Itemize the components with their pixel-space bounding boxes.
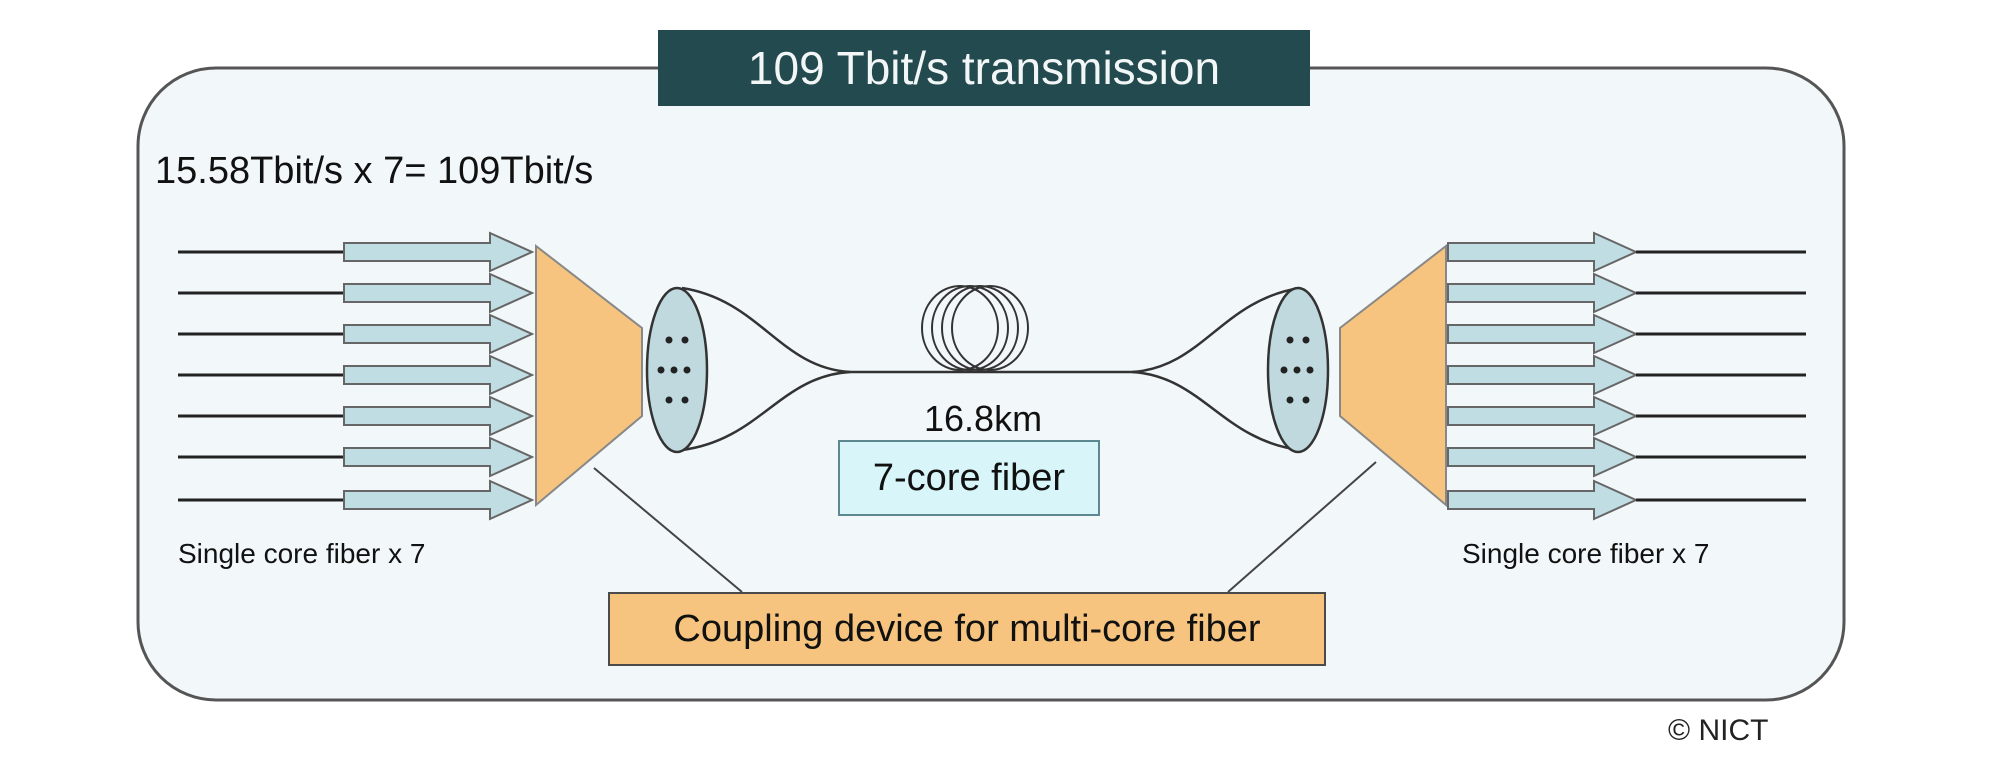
left-channel-arrow xyxy=(343,479,535,521)
right-channel-arrow xyxy=(1447,395,1639,437)
right-channel-arrow xyxy=(1447,231,1639,273)
right-multicore-fiber-end xyxy=(1266,286,1330,454)
right-coupling-device xyxy=(1339,243,1447,508)
left-single-core-channels xyxy=(178,231,535,521)
fiber-length-label: 16.8km xyxy=(924,398,1043,439)
left-channel-arrow xyxy=(343,436,535,478)
fiber-spool-icon xyxy=(921,285,1029,371)
left-channel-arrow xyxy=(343,313,535,355)
right-single-core-channels xyxy=(1447,231,1806,521)
diagram-title: 109 Tbit/s transmission xyxy=(658,30,1310,106)
left-coupling-device xyxy=(535,243,643,508)
left-channel-arrow xyxy=(343,272,535,314)
left-coupling-connector xyxy=(593,467,743,593)
right-channel-arrow xyxy=(1447,354,1639,396)
coupling-device-label: Coupling device for multi-core fiber xyxy=(608,592,1326,666)
right-fiber-taper xyxy=(1131,286,1301,452)
left-channel-arrow xyxy=(343,354,535,396)
right-coupling-connector xyxy=(1227,461,1377,593)
left-channel-arrow xyxy=(343,231,535,273)
left-multicore-fiber-end xyxy=(645,286,709,454)
right-channel-arrow xyxy=(1447,436,1639,478)
right-channel-arrow xyxy=(1447,313,1639,355)
capacity-equation: 15.58Tbit/s x 7= 109Tbit/s xyxy=(155,150,594,192)
copyright-credit: © NICT xyxy=(1668,714,1769,747)
left-single-core-label: Single core fiber x 7 xyxy=(178,538,426,569)
seven-core-fiber-label: 7-core fiber xyxy=(838,440,1100,516)
left-channel-arrow xyxy=(343,395,535,437)
left-fiber-taper xyxy=(681,286,851,452)
right-channel-arrow xyxy=(1447,479,1639,521)
right-single-core-label: Single core fiber x 7 xyxy=(1462,538,1710,569)
right-channel-arrow xyxy=(1447,272,1639,314)
